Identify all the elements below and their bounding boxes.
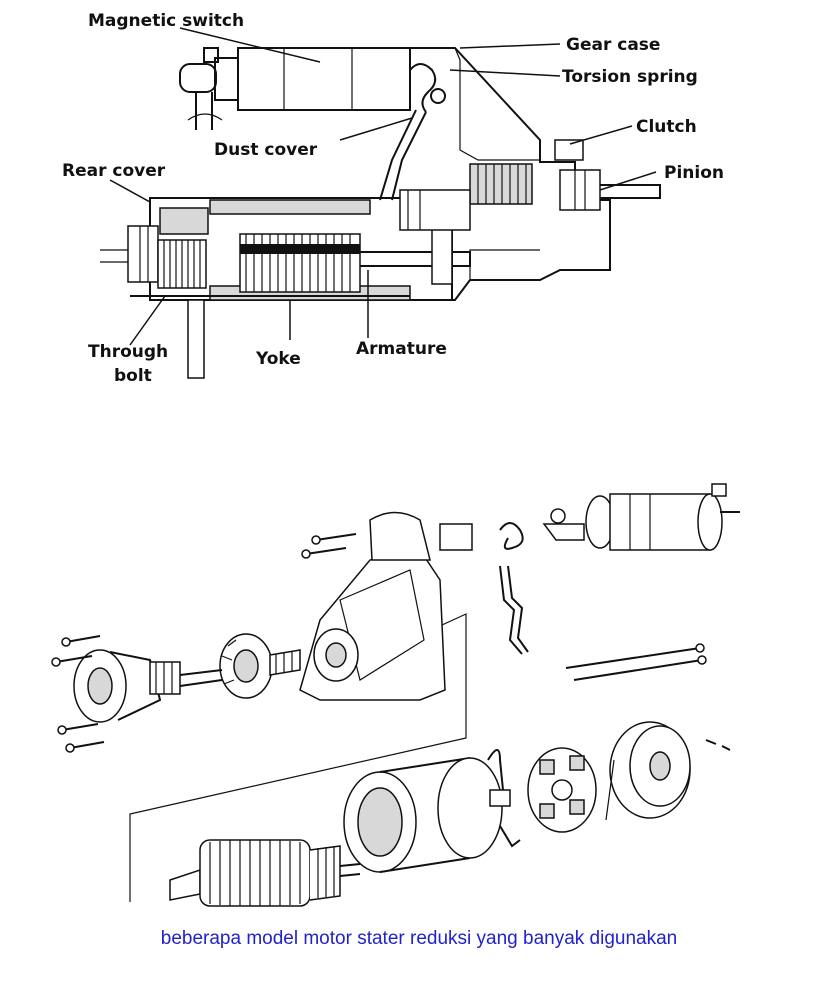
exploded-end-cover xyxy=(605,721,691,821)
label-magnetic-switch: Magnetic switch xyxy=(88,11,244,31)
label-through-bolt-line2: bolt xyxy=(114,366,152,386)
exploded-spring-lever xyxy=(439,522,529,655)
label-pinion: Pinion xyxy=(664,163,724,183)
label-dust-cover: Dust cover xyxy=(214,140,318,160)
exploded-yoke xyxy=(343,749,521,873)
leader-lines xyxy=(109,27,657,346)
label-armature: Armature xyxy=(356,339,447,359)
torsion-spring-lever-drawing xyxy=(379,63,446,201)
magnetic-switch-drawing xyxy=(179,47,411,130)
exploded-brush-holder xyxy=(527,747,597,833)
label-yoke: Yoke xyxy=(255,349,301,369)
label-gear-case: Gear case xyxy=(566,35,660,55)
exploded-clutch xyxy=(179,633,301,699)
figure-caption: beberapa model motor stater reduksi yang… xyxy=(160,928,678,949)
label-clutch: Clutch xyxy=(636,117,697,137)
exploded-armature xyxy=(169,839,361,907)
gear-case-drawing xyxy=(410,47,661,301)
label-rear-cover: Rear cover xyxy=(62,161,166,181)
exploded-rear-housing xyxy=(73,649,181,723)
exploded-view-diagram xyxy=(51,483,740,907)
cross-section-diagram: Magnetic switch Gear case Torsion spring… xyxy=(62,11,724,386)
motor-housing-drawing xyxy=(100,189,471,379)
exploded-magnetic-switch xyxy=(542,483,740,551)
exploded-gear-case xyxy=(299,511,446,701)
label-through-bolt-line1: Through xyxy=(88,342,168,362)
exploded-bolts xyxy=(51,533,731,753)
label-torsion-spring: Torsion spring xyxy=(562,67,698,87)
